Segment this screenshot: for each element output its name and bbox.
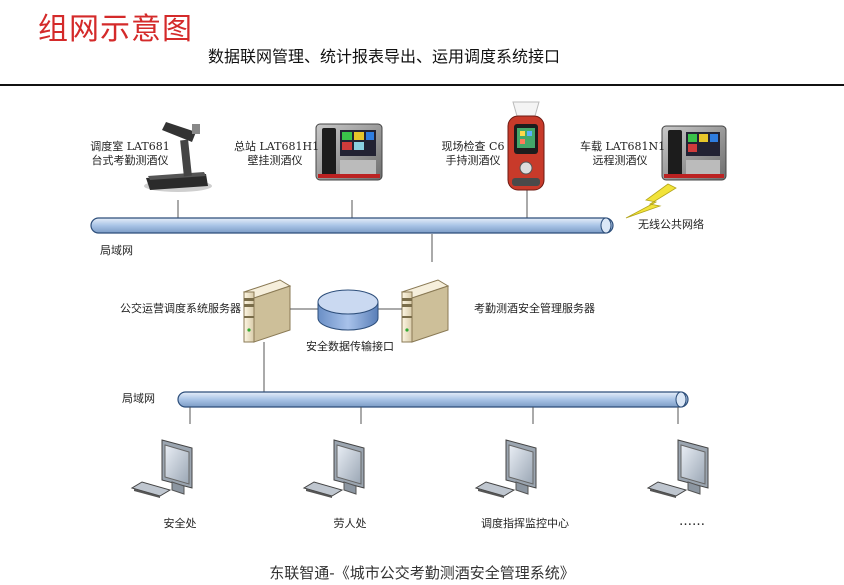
handheld-breathalyzer-icon [507, 101, 545, 191]
lan-bus-top [90, 217, 614, 234]
device-type: 手持测酒仪 [445, 154, 501, 167]
workstation-icon [302, 439, 365, 498]
workstation-label: …… [679, 514, 705, 529]
wireless-signal-icon [625, 183, 677, 219]
wireless-label: 无线公共网络 [638, 218, 704, 231]
database-label: 安全数据传输接口 [306, 340, 394, 353]
workstation-label: 劳人处 [333, 517, 367, 530]
lan-label-top: 局域网 [100, 244, 133, 257]
device-model: 车载 LAT681N1 [580, 140, 666, 153]
lan-bus-bottom [177, 391, 689, 408]
footer-caption: 东联智通-《城市公交考勤测酒安全管理系统》 [269, 564, 575, 582]
server-left-label: 公交运营调度系统服务器 [120, 302, 241, 315]
workstation-connectors [189, 407, 679, 424]
server-connectors [263, 308, 402, 392]
workstation-label: 调度指挥监控中心 [481, 517, 569, 530]
workstation-icon [130, 439, 193, 498]
vehicle-breathalyzer-icon [661, 125, 727, 181]
attendance-server-icon [400, 279, 450, 343]
desk-breathalyzer-icon [144, 122, 212, 192]
top-connectors [177, 190, 528, 262]
dispatch-server-icon [242, 279, 292, 343]
device-type: 远程测酒仪 [592, 154, 648, 167]
device-model: 调度室 LAT681 [90, 140, 170, 153]
wall-breathalyzer-icon [315, 123, 383, 181]
device-label-desk: 调度室 LAT681 台式考勤测酒仪 [88, 140, 172, 168]
header-divider [0, 84, 844, 86]
server-right-label: 考勤测酒安全管理服务器 [474, 302, 595, 315]
device-label-wall: 总站 LAT681H1 壁挂测酒仪 [234, 140, 320, 168]
database-icon [317, 289, 379, 331]
device-label-vehicle: 车载 LAT681N1 远程测酒仪 [580, 140, 666, 168]
lan-label-bottom: 局域网 [122, 392, 155, 405]
page-title: 组网示意图 [38, 12, 193, 47]
workstation-label: 安全处 [163, 517, 197, 530]
device-type: 台式考勤测酒仪 [91, 154, 169, 167]
device-type: 壁挂测酒仪 [247, 154, 303, 167]
device-label-handheld: 现场检查 C6 手持测酒仪 [440, 140, 506, 168]
page-subtitle: 数据联网管理、统计报表导出、运用调度系统接口 [208, 47, 561, 66]
workstation-icon [474, 439, 537, 498]
device-model: 现场检查 C6 [441, 140, 505, 153]
workstation-icon [646, 439, 709, 498]
device-model: 总站 LAT681H1 [234, 140, 320, 153]
